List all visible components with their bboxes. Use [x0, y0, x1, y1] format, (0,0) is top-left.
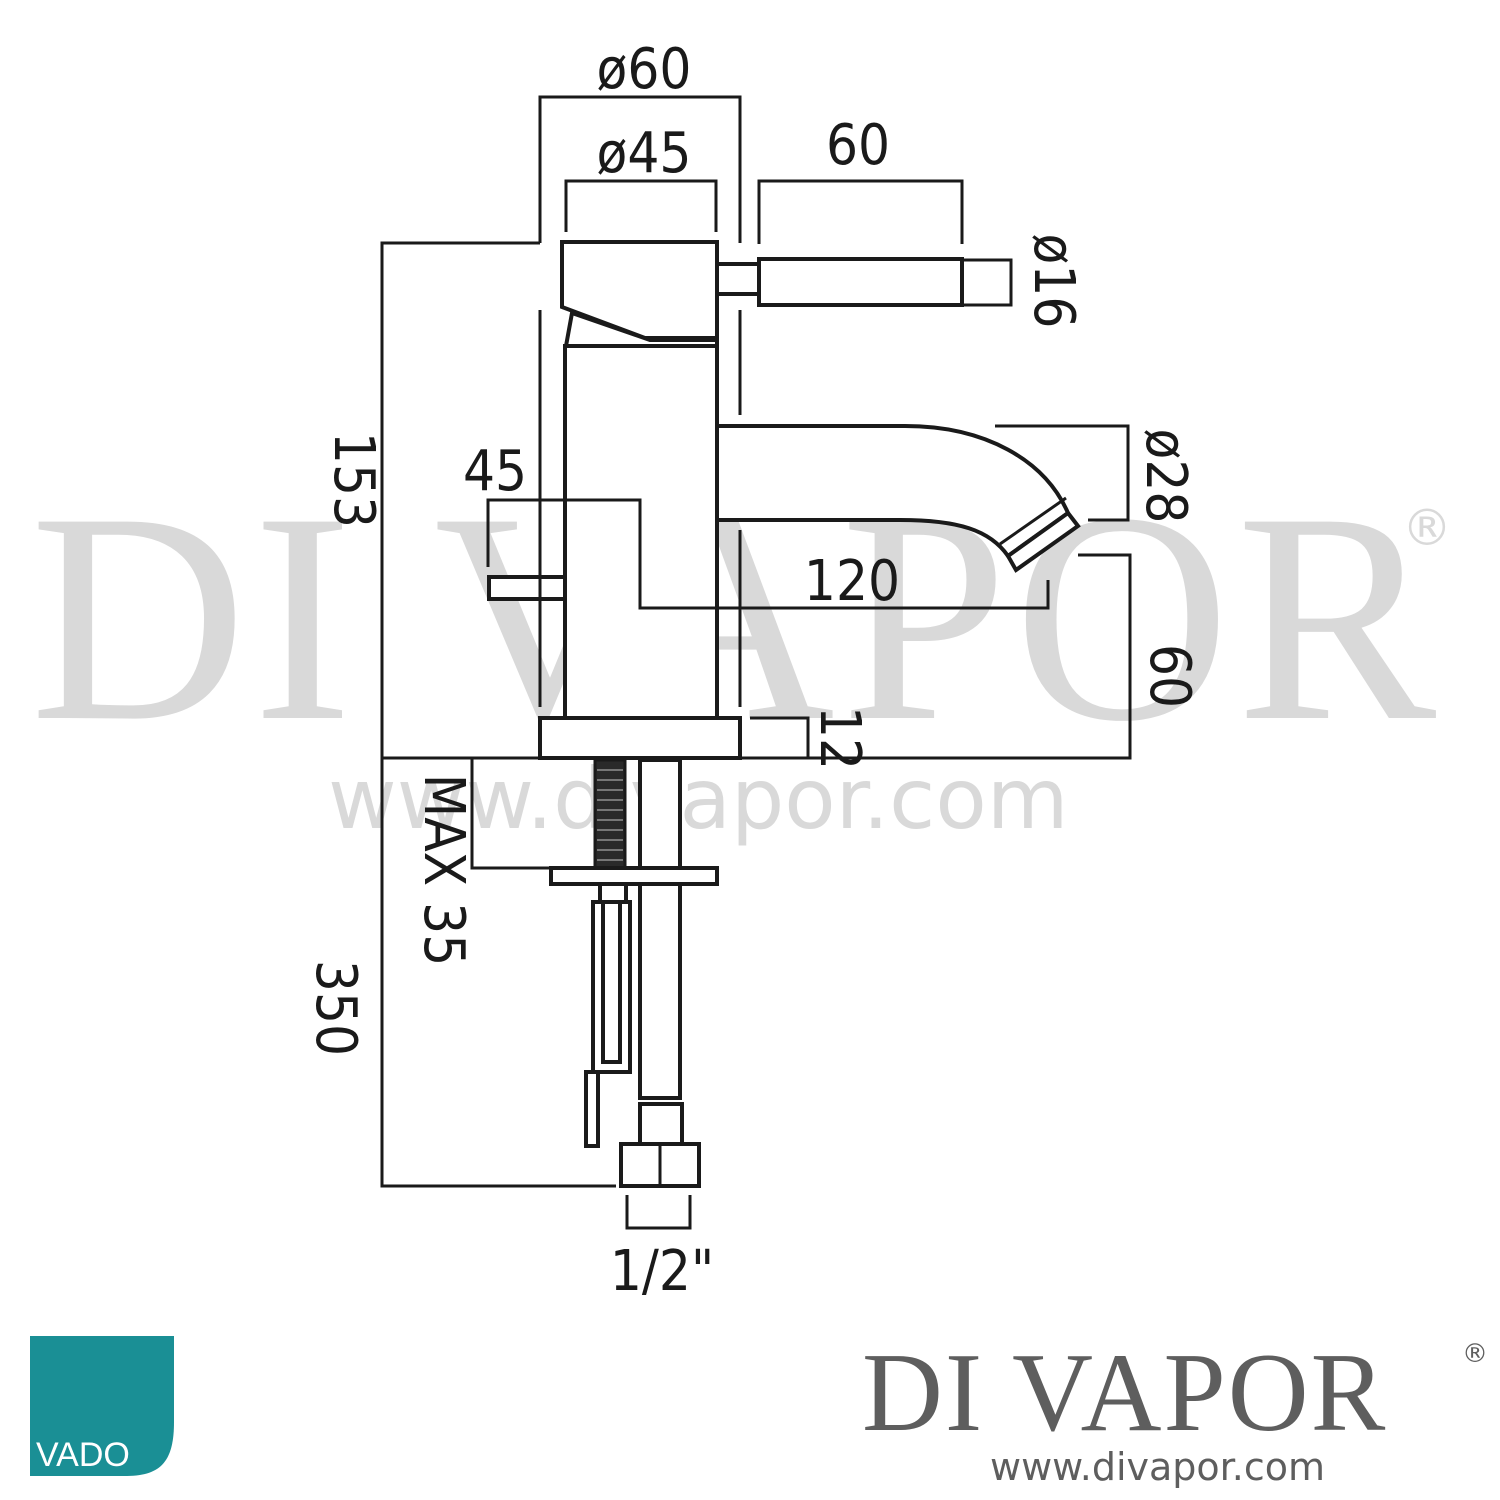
fixing-nut	[598, 882, 628, 904]
vado-logo: VADO	[30, 1336, 174, 1476]
vado-logo-text: VADO	[36, 1436, 130, 1474]
lower-rod	[584, 1070, 600, 1148]
dim-spout-height: 60	[1137, 644, 1202, 708]
dim-base-thickness: 12	[807, 706, 872, 770]
handle-cone	[563, 310, 719, 348]
footer-url: www.divapor.com	[990, 1445, 1325, 1489]
footer-registered: ®	[1462, 1339, 1488, 1369]
dim-lever-diameter: ø16	[1021, 234, 1086, 329]
dimension-labels: ø60 ø45 60 ø16 153 45 ø28 120 60 12 MAX …	[303, 37, 1202, 1304]
clamp-rod	[601, 900, 622, 1064]
watermark-url: www.divapor.com	[328, 750, 1069, 848]
threaded-rod	[593, 758, 627, 870]
fixing-plate	[549, 866, 719, 886]
footer-brand-name: DI VAPOR	[862, 1331, 1387, 1455]
dim-body-diameter: ø60	[597, 37, 692, 102]
footer-brand: DI VAPOR ® www.divapor.com	[862, 1331, 1488, 1489]
hose-ferrule	[638, 1102, 684, 1146]
spout-ring	[999, 496, 1067, 546]
supply-pipe-upper	[638, 758, 682, 870]
watermark-registered: ®	[1402, 499, 1452, 557]
lever-stem	[715, 262, 761, 296]
dim-connection: 1/2"	[610, 1239, 714, 1304]
dim-spout-diameter: ø28	[1133, 429, 1198, 524]
dim-side-offset: 45	[463, 439, 527, 504]
tap-base	[538, 716, 742, 760]
vado-logo-badge	[30, 1336, 174, 1476]
lever	[757, 257, 964, 307]
supply-hose	[638, 882, 682, 1100]
side-pin	[487, 575, 567, 601]
dim-lever-length: 60	[826, 113, 890, 178]
dim-hose-length: 350	[303, 960, 368, 1056]
spout-outlet	[1005, 510, 1081, 573]
dim-handle-base-diameter: ø45	[597, 121, 692, 186]
dimension-lines	[380, 95, 1132, 1230]
dim-spout-reach: 120	[804, 549, 900, 614]
dim-total-height: 153	[321, 432, 386, 528]
thread-lines	[597, 769, 623, 861]
dim-max-deck-thickness: MAX 35	[411, 774, 476, 967]
